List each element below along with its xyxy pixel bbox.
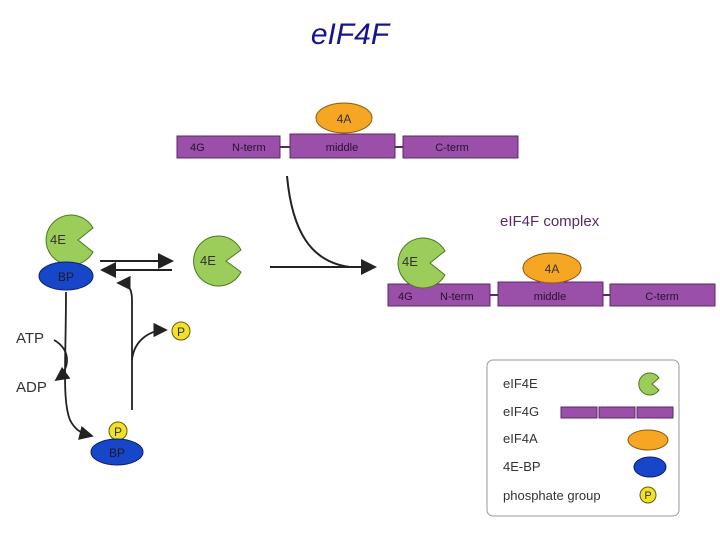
legend-item-label: eIF4A xyxy=(503,431,538,446)
legend: eIF4E eIF4G eIF4A 4E-BP phosphate group … xyxy=(486,359,680,517)
complex-nterm-label: N-term xyxy=(440,291,474,303)
complex-title: eIF4F complex xyxy=(500,213,600,230)
free-4e: 4E xyxy=(193,235,242,287)
complex-4a-oval xyxy=(522,252,582,284)
complex-4a-label: 4A xyxy=(545,262,560,276)
4g-bar-icon xyxy=(560,406,598,419)
phosphate-release-arrow xyxy=(131,322,168,361)
left-4e-pacman xyxy=(45,214,94,266)
bp-oval-icon xyxy=(633,456,667,478)
top-cterm-label: C-term xyxy=(435,142,469,154)
legend-item-label: phosphate group xyxy=(503,488,601,503)
top-4a-oval xyxy=(315,102,373,134)
left-bp-oval xyxy=(38,261,94,291)
legend-item-label: eIF4G xyxy=(503,404,539,419)
legend-phosphate-symbol: P xyxy=(644,490,651,502)
phospho-bp: P BP xyxy=(90,421,144,466)
phospho-bp-oval xyxy=(90,438,144,466)
4e-pacman-icon xyxy=(638,372,660,396)
legend-box xyxy=(486,359,680,517)
bp-phosphate-label: P xyxy=(114,425,122,439)
dephosphorylation-arrow xyxy=(116,275,133,410)
top-middle-label: middle xyxy=(326,142,358,154)
legend-item-label: eIF4E xyxy=(503,376,538,391)
free-4e-label: 4E xyxy=(200,253,216,268)
legend-item-label: 4E-BP xyxy=(503,459,541,474)
phosphorylation-arrow xyxy=(64,291,94,440)
free-4e-pacman xyxy=(193,235,242,287)
adp-label: ADP xyxy=(16,379,47,396)
released-phosphate-label: P xyxy=(177,325,185,339)
top-4g-label: 4G xyxy=(190,142,205,154)
top-4g-segment-middle xyxy=(289,133,396,159)
released-phosphate-icon xyxy=(171,321,191,341)
eif4f-complex: 4E 4A 4G N-term middle C-term xyxy=(387,237,716,307)
complex-4g-label: 4G xyxy=(398,291,413,303)
4g-join-curve xyxy=(286,175,351,268)
4a-oval-icon xyxy=(627,429,669,451)
phosphate-icon xyxy=(639,486,657,504)
complex-4e-pacman xyxy=(397,237,446,289)
complex-cterm-label: C-term xyxy=(645,291,679,303)
top-4a-label: 4A xyxy=(337,112,352,126)
atp-label: ATP xyxy=(16,330,44,347)
left-4e-bp-complex: 4E BP xyxy=(38,214,94,291)
complex-4e-label: 4E xyxy=(402,254,418,269)
slide-title: eIF4F xyxy=(310,18,390,51)
phospho-bp-label: BP xyxy=(109,446,125,460)
top-nterm-label: N-term xyxy=(232,142,266,154)
complex-middle-label: middle xyxy=(534,291,566,303)
top-4g-assembly: 4A 4G N-term middle C-term xyxy=(176,102,519,159)
left-bp-label: BP xyxy=(58,270,74,284)
left-4e-label: 4E xyxy=(50,232,66,247)
atp-to-adp-arrow xyxy=(53,339,71,382)
